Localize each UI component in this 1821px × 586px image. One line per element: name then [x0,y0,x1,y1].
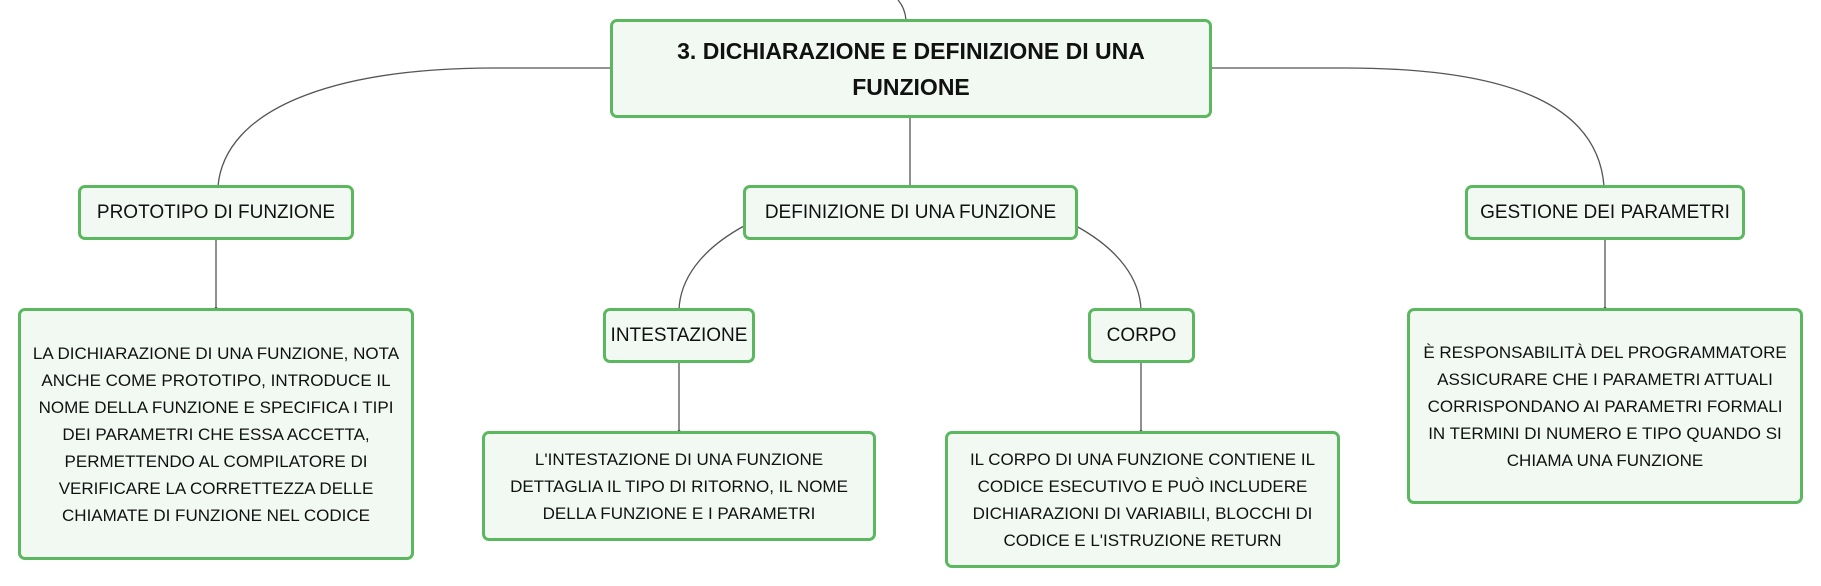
topic-node-label: DEFINIZIONE DI UNA FUNZIONE [764,201,1057,223]
connector-root-prototipo [217,67,612,187]
detail-node-text: IL CORPO DI UNA FUNZIONE CONTIENE IL COD… [969,449,1316,550]
connector-definizione-intestazione [678,225,745,311]
detail-node-text: LA DICHIARAZIONE DI UNA FUNZIONE, NOTA A… [32,343,400,525]
topic-node-label: PROTOTIPO DI FUNZIONE [96,201,336,223]
detail-node-prototipo[interactable]: LA DICHIARAZIONE DI UNA FUNZIONE, NOTA A… [18,308,414,560]
topic-node-definizione[interactable]: DEFINIZIONE DI UNA FUNZIONE [743,185,1078,240]
topic-node-label: GESTIONE DEI PARAMETRI [1480,201,1730,223]
subtopic-node-intestazione[interactable]: INTESTAZIONE [603,308,755,363]
detail-node-intestazione[interactable]: L'INTESTAZIONE DI UNA FUNZIONE DETTAGLIA… [482,431,876,541]
connector-root-gestione [1210,67,1605,187]
detail-node-gestione[interactable]: È RESPONSABILITÀ DEL PROGRAMMATORE ASSIC… [1407,308,1803,504]
subtopic-node-corpo[interactable]: CORPO [1088,308,1195,363]
detail-node-corpo[interactable]: IL CORPO DI UNA FUNZIONE CONTIENE IL COD… [945,431,1340,568]
topic-node-prototipo[interactable]: PROTOTIPO DI FUNZIONE [78,185,354,240]
connector-definizione-corpo [1075,225,1142,311]
detail-node-text: L'INTESTAZIONE DI UNA FUNZIONE DETTAGLIA… [510,449,848,523]
topic-node-gestione[interactable]: GESTIONE DEI PARAMETRI [1465,185,1745,240]
root-node-label: 3. DICHIARAZIONE E DEFINIZIONE DI UNA FU… [677,37,1145,100]
subtopic-node-label: INTESTAZIONE [610,324,748,346]
connector-parent-root [897,0,907,21]
detail-node-text: È RESPONSABILITÀ DEL PROGRAMMATORE ASSIC… [1423,342,1787,470]
root-node[interactable]: 3. DICHIARAZIONE E DEFINIZIONE DI UNA FU… [610,19,1212,118]
subtopic-node-label: CORPO [1106,324,1177,346]
